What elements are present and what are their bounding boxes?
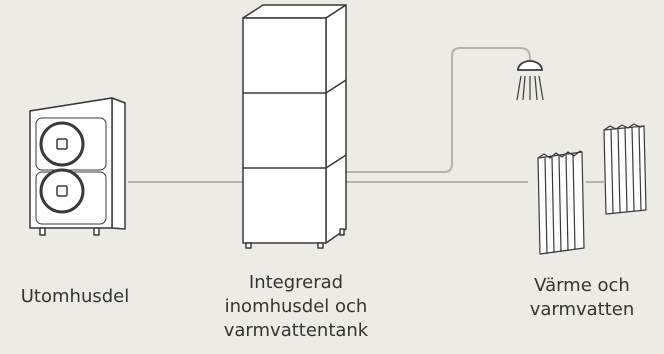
connection-lines (128, 47, 604, 183)
radiator-icon (537, 123, 647, 255)
pipe-indoor-to-shower (346, 47, 531, 173)
shower-icon (516, 60, 544, 101)
indoor-tank-unit-icon (242, 4, 347, 249)
indoor-unit-label: Integrerad inomhusdel och varmvattentank (223, 272, 369, 341)
heating-label: Värme och varmvatten (529, 275, 635, 320)
outdoor-unit-label: Utomhusdel (20, 286, 130, 307)
outdoor-heat-pump-icon (29, 97, 126, 236)
